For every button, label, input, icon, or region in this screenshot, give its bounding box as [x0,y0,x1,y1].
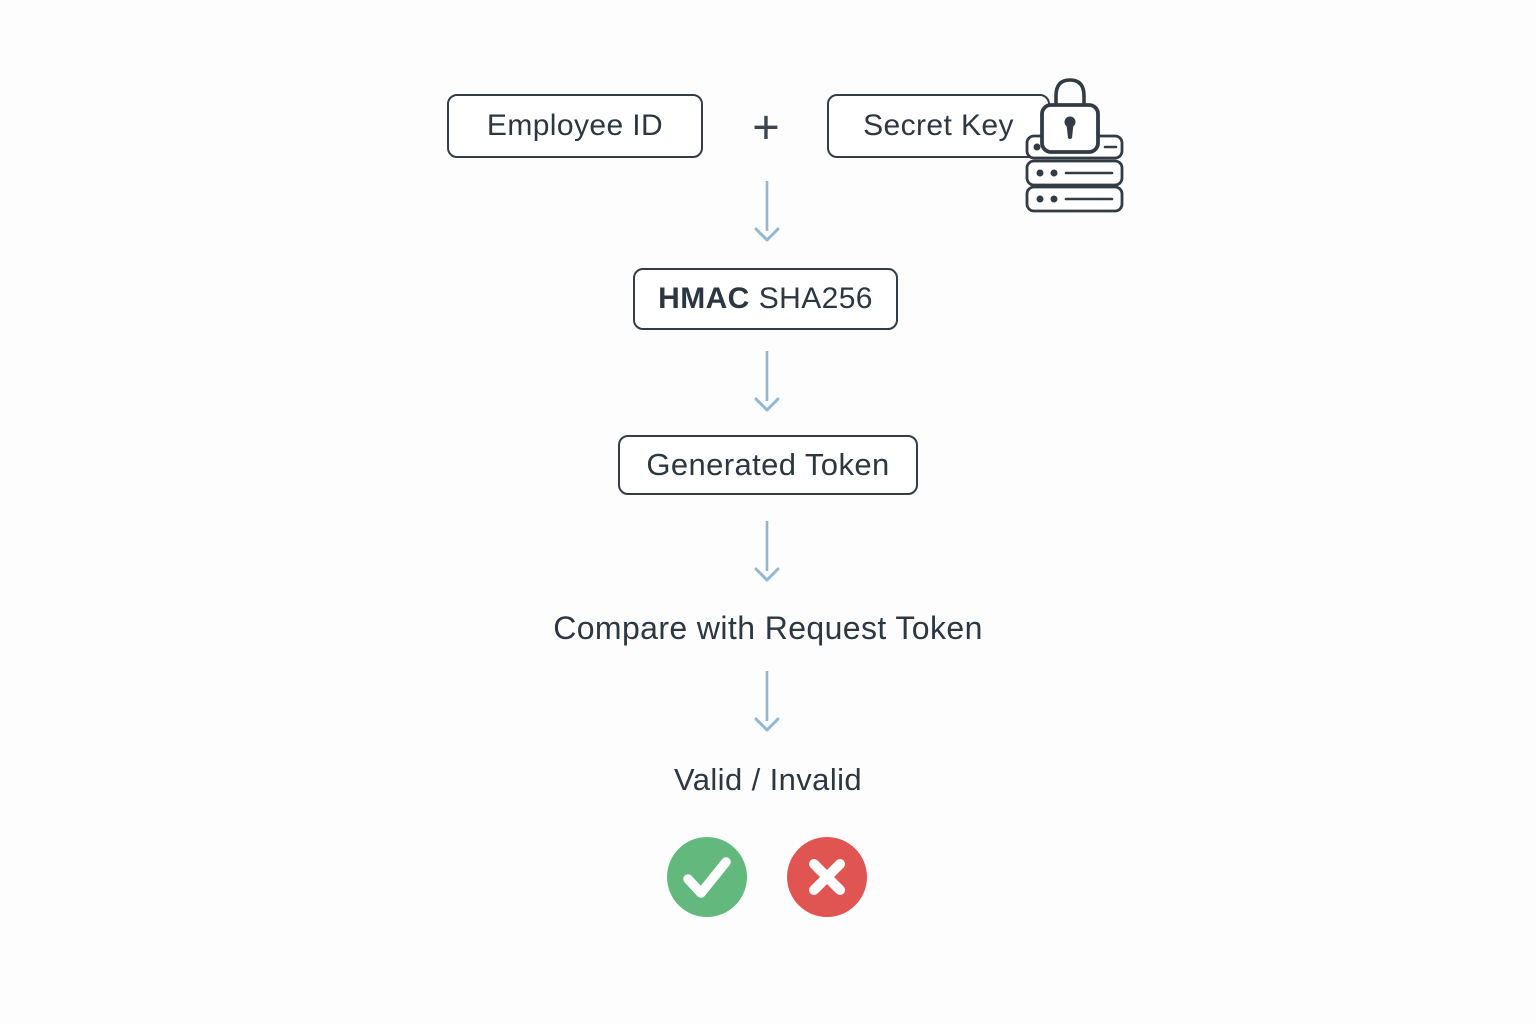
hmac-algorithm-label: SHA256 [758,282,873,315]
x-circle-icon [787,837,867,917]
compare-step-label: Compare with Request Token [553,610,983,646]
employee-id-label: Employee ID [486,109,664,142]
plus-operator: + [752,99,780,153]
result-label: Valid / Invalid [673,762,863,797]
secret-key-label: Secret Key [863,109,1014,142]
lock-icon [1040,78,1100,154]
arrow-down-icon [754,521,780,582]
keyhole-icon [1064,116,1076,139]
secret-key-box: Secret Key [827,94,1050,158]
hmac-sha256-box: HMAC SHA256 [633,268,898,330]
secret-key-storage-icon-cluster [1025,78,1124,213]
hmac-label: HMAC [658,282,750,315]
employee-id-box: Employee ID [447,94,703,158]
generated-token-box: Generated Token [618,435,918,495]
arrow-down-icon [754,671,780,732]
arrow-down-icon [754,181,780,242]
generated-token-label: Generated Token [646,447,890,482]
check-circle-icon [667,837,747,917]
arrow-down-icon [754,351,780,412]
